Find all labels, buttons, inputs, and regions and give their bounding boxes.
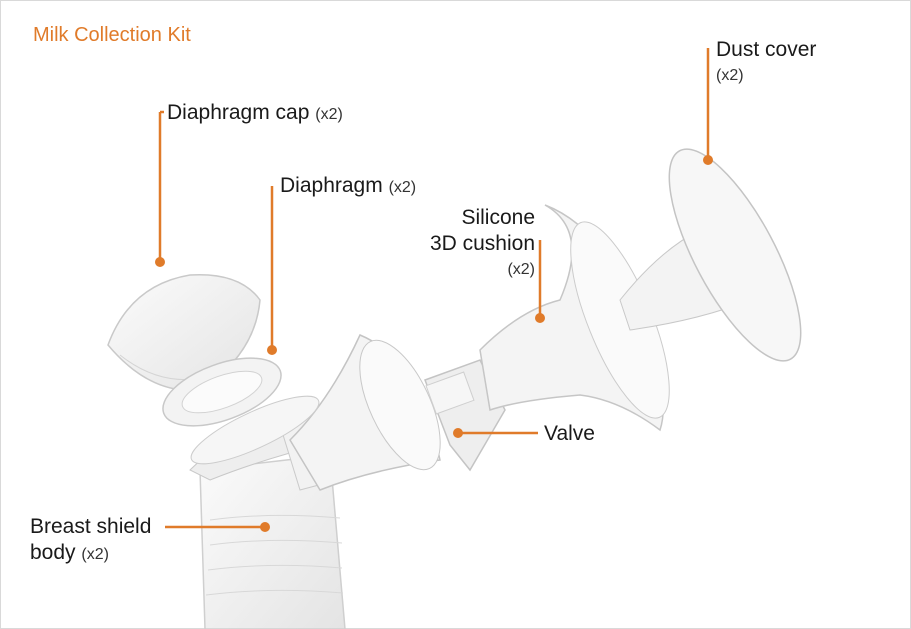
label-diaphragm-name: Diaphragm [280, 174, 383, 197]
label-cushion-line2: 3D cushion [418, 231, 535, 257]
label-dust-cover-name: Dust cover [716, 37, 816, 63]
page-title: Milk Collection Kit [33, 24, 191, 47]
label-cushion-qty: (x2) [418, 257, 535, 283]
label-valve: Valve [544, 421, 595, 447]
label-breast-shield-body: Breast shield body (x2) [30, 514, 151, 568]
leader-dot-cushion [535, 313, 545, 323]
leader-dot-valve [453, 428, 463, 438]
label-diaphragm-qty: (x2) [389, 179, 417, 196]
label-valve-name: Valve [544, 422, 595, 445]
label-breast-shield-line1: Breast shield [30, 514, 151, 540]
leader-dot-dust-cover [703, 155, 713, 165]
label-diaphragm: Diaphragm (x2) [280, 173, 416, 201]
label-diaphragm-cap: Diaphragm cap (x2) [167, 100, 343, 128]
label-diaphragm-cap-qty: (x2) [315, 106, 343, 123]
label-diaphragm-cap-name: Diaphragm cap [167, 101, 309, 124]
leader-dot-diaphragm-cap [155, 257, 165, 267]
leader-dot-diaphragm [267, 345, 277, 355]
label-dust-cover-qty: (x2) [716, 63, 816, 89]
label-silicone-cushion: Silicone 3D cushion (x2) [418, 205, 535, 283]
label-breast-shield-qty: (x2) [81, 546, 109, 563]
leader-dot-breast-shield [260, 522, 270, 532]
label-dust-cover: Dust cover (x2) [716, 37, 816, 89]
label-breast-shield-line2: body [30, 541, 76, 564]
label-cushion-line1: Silicone [418, 205, 535, 231]
